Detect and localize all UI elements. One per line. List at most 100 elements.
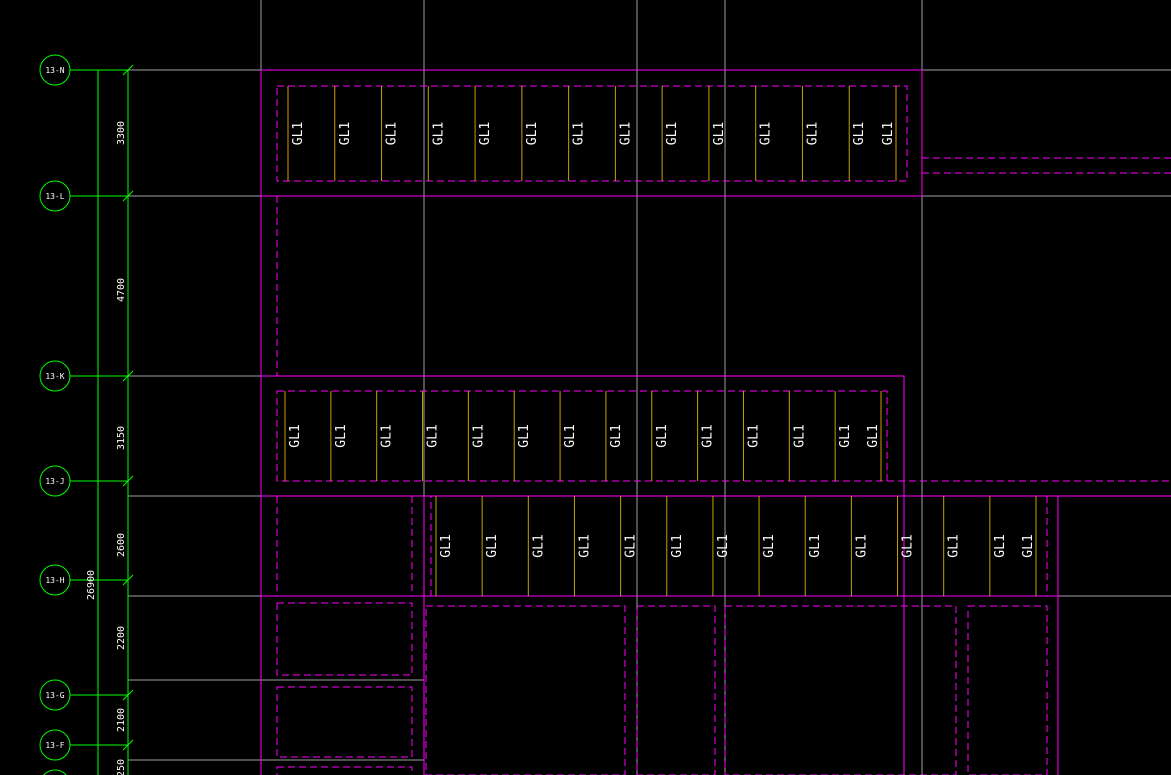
beam-label: GL1 [563,424,578,447]
dashed-room-8 [636,605,716,775]
beam-label: GL1 [577,534,592,557]
beam-label: GL1 [993,534,1008,557]
dimension-label: 3150 [116,426,127,450]
beam-label: GL1 [517,424,532,447]
axis-circle [43,769,67,775]
dashed-room-3 [430,495,1048,597]
dimension-label: 2200 [116,626,127,650]
dashed-room-9 [724,605,957,775]
beam-label: GL1 [334,424,349,447]
dimension-tick [122,64,134,76]
axis-bubble: 13-E [43,769,67,775]
dimension-label: 4700 [116,278,127,302]
beam-label: GL1 [431,122,446,145]
dashed-outlines [276,85,1171,775]
axis-bubbles: 13-N 13-L 13-K 13-J 13-H 13-G 13-F 13-E [39,54,134,775]
axis-bubble: 13-L [39,180,134,212]
beam-label: GL1 [1021,534,1036,557]
beam-label: GL1 [338,122,353,145]
dimension-tick [122,574,134,586]
beam-label: GL1 [901,534,916,557]
beam-label: GL1 [670,534,685,557]
wall-outline-mid [261,375,905,775]
axis-circle [39,564,71,596]
beam-label: GL1 [792,424,807,447]
axis-circle [39,54,71,86]
beam-label: GL1 [655,424,670,447]
beam-label: GL1 [471,424,486,447]
dimension-label: 250 [116,759,127,775]
axis-label: 13-L [45,192,64,201]
wall-outlines [260,69,1171,775]
dashed-room-6 [276,766,413,775]
axis-bubble: 13-G [39,679,134,711]
beam-label: GL1 [947,534,962,557]
dimension-tick [122,370,134,382]
beam-label: GL1 [712,122,727,145]
axis-circle [39,465,71,497]
beam-label: GL1 [291,122,306,145]
beam-label: GL1 [525,122,540,145]
axis-circle [39,360,71,392]
beam-label: GL1 [759,122,774,145]
axis-bubble: 13-J [39,465,134,497]
beam-label: GL1 [572,122,587,145]
axis-label: 13-J [45,477,64,486]
beam-label: GL1 [866,424,881,447]
axis-dimension-lines [97,70,129,775]
beam-label: GL1 [609,424,624,447]
axis-label: 13-H [45,576,64,585]
dashed-room-5 [276,686,413,758]
axis-bubble: 13-K [39,360,134,392]
axis-bubble: 13-H [39,564,134,596]
total-dimension-text: 26900 [86,570,97,600]
dimension-tick [122,689,134,701]
dimension-tick [122,190,134,202]
axis-bubble: 13-F [39,729,134,761]
beam-label: GL1 [881,122,896,145]
axis-circle [39,729,71,761]
dashed-room-10 [967,605,1048,775]
dimension-label: 2600 [116,533,127,557]
dimension-tick [122,739,134,751]
beam-label: GL1 [439,534,454,557]
beam-label: GL1 [701,424,716,447]
beam-label: GL1 [288,424,303,447]
beam-label: GL1 [426,424,441,447]
axis-bubble: 13-N [39,54,134,86]
beam-label: GL1 [746,424,761,447]
beam-label: GL1 [485,534,500,557]
beam-label: GL1 [805,122,820,145]
axis-label: 13-N [45,66,64,75]
wall-outline-top [261,69,923,197]
axis-circle [39,679,71,711]
axis-circle [39,180,71,212]
beam-label: GL1 [852,122,867,145]
beam-label: GL1 [618,122,633,145]
beam-label: GL1 [716,534,731,557]
beam-label: GL1 [624,534,639,557]
dashed-room-7 [425,605,626,775]
dimension-label: 3300 [116,121,127,145]
beam-label: GL1 [385,122,400,145]
axis-label: 13-G [45,691,64,700]
beam-label: GL1 [808,534,823,557]
beam-label: GL1 [531,534,546,557]
beam-label: GL1 [854,534,869,557]
beam-label: GL1 [380,424,395,447]
dashed-room-2 [276,390,888,482]
dimension-tick [122,475,134,487]
dashed-room-1 [276,85,908,182]
axis-label: 13-F [45,741,64,750]
beam-label: GL1 [762,534,777,557]
beam-label: GL1 [665,122,680,145]
axis-label: 13-K [45,372,64,381]
beam-label: GL1 [478,122,493,145]
dashed-room-4 [276,602,413,676]
beam-label: GL1 [838,424,853,447]
dimension-labels: 3300 4700 3150 2600 2200 2100 250 [116,121,127,775]
dimension-label: 2100 [116,708,127,732]
